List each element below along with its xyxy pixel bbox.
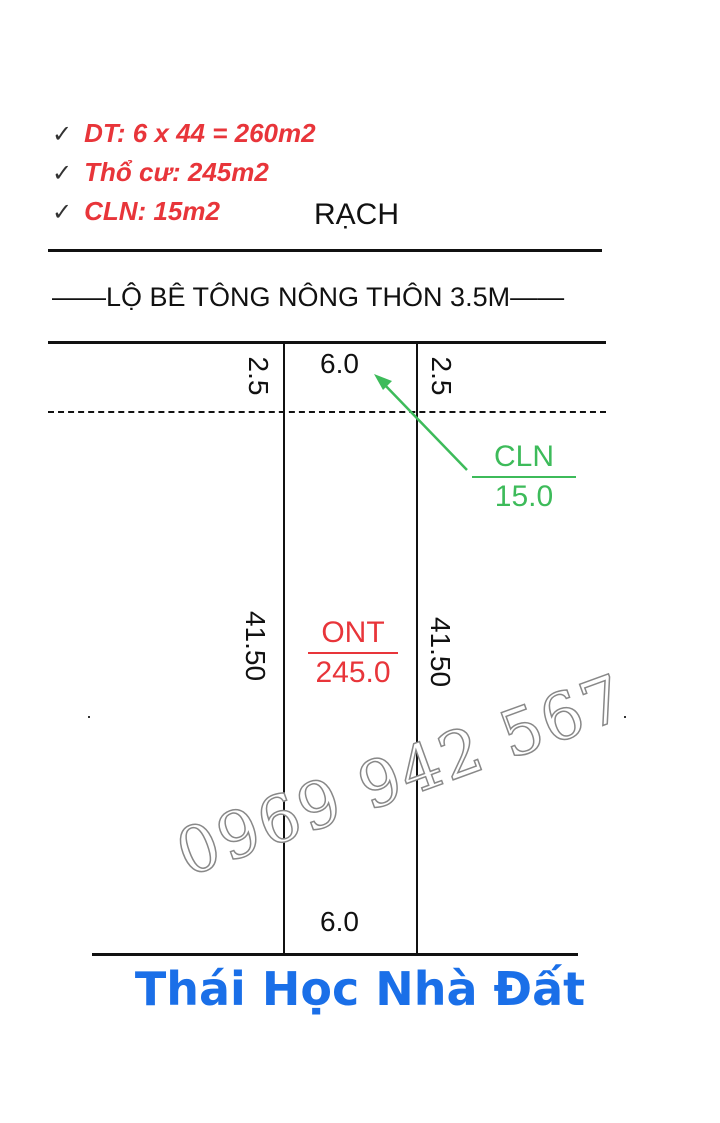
note-text: DT: 6 x 44 = 260m2 bbox=[84, 118, 316, 148]
note-text: Thổ cư: 245m2 bbox=[84, 157, 269, 187]
canal-boundary-line bbox=[48, 249, 602, 252]
note-residential-area: ✓ Thổ cư: 245m2 bbox=[52, 157, 269, 188]
fraction-bar bbox=[472, 476, 576, 478]
ont-name: ONT bbox=[321, 616, 385, 649]
fraction-bar bbox=[308, 652, 398, 654]
lot-back-boundary bbox=[92, 953, 578, 956]
road-boundary-line bbox=[48, 341, 606, 344]
check-icon: ✓ bbox=[52, 120, 73, 148]
lot-left-boundary bbox=[283, 343, 285, 955]
brand-title: Thái Học Nhà Đất bbox=[134, 962, 586, 1016]
ont-zone-label: ONT 245.0 bbox=[308, 616, 398, 690]
lot-right-boundary bbox=[416, 343, 418, 955]
note-cln-area: ✓ CLN: 15m2 bbox=[52, 196, 220, 227]
setback-dashed-line bbox=[48, 411, 606, 413]
cln-zone-label: CLN 15.0 bbox=[472, 440, 576, 514]
front-width-label: 6.0 bbox=[320, 348, 359, 379]
dot-mark bbox=[88, 716, 90, 718]
note-text: CLN: 15m2 bbox=[84, 196, 220, 226]
note-area-total: ✓ DT: 6 x 44 = 260m2 bbox=[52, 118, 316, 149]
ont-area: 245.0 bbox=[315, 656, 391, 689]
cln-area: 15.0 bbox=[494, 480, 554, 513]
back-width-label: 6.0 bbox=[320, 906, 359, 937]
check-icon: ✓ bbox=[52, 159, 73, 187]
cln-name: CLN bbox=[493, 440, 554, 473]
canal-label: RẠCH bbox=[314, 198, 400, 231]
road-label: ——LỘ BÊ TÔNG NÔNG THÔN 3.5M—— bbox=[52, 282, 565, 312]
check-icon: ✓ bbox=[52, 198, 73, 226]
dot-mark bbox=[624, 716, 626, 718]
